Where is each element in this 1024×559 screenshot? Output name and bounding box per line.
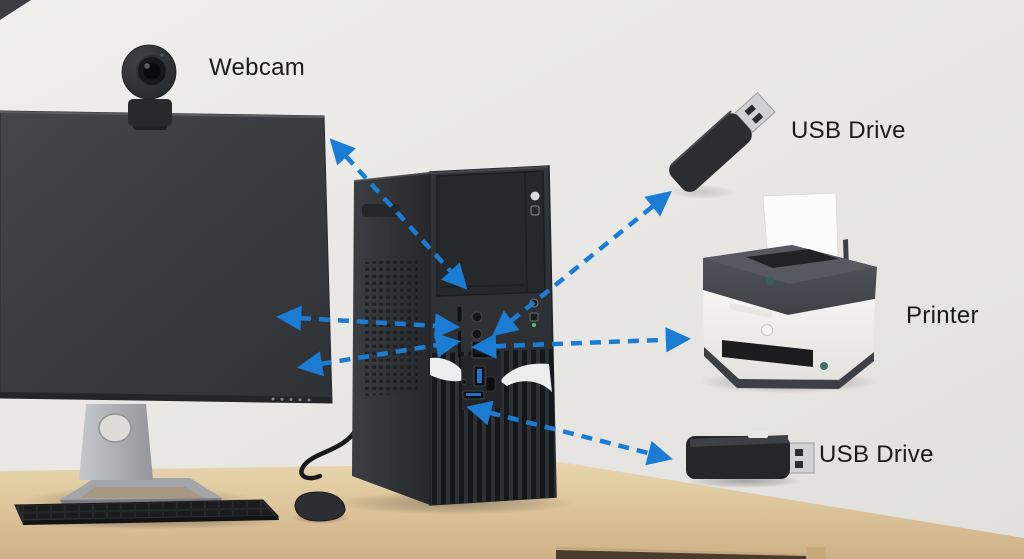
usb-bottom-slider	[748, 431, 768, 438]
usb-bottom-body	[686, 436, 790, 479]
usb-drive-bottom-device	[686, 431, 815, 479]
webcam-mic-dot	[160, 53, 164, 57]
usb-top-body	[669, 113, 752, 192]
printer-label: Printer	[906, 302, 979, 329]
usb-drive-bottom-label: USB Drive	[819, 441, 934, 468]
mouse	[294, 491, 346, 522]
desk-leg	[806, 547, 826, 559]
webcam-label: Webcam	[209, 54, 306, 81]
webcam-mount	[128, 99, 172, 126]
monitor-screen	[0, 110, 333, 404]
usb-bottom-connector	[787, 442, 815, 474]
printer-front-logo	[760, 323, 774, 337]
pc-tower	[352, 165, 557, 506]
printer-output-opening	[746, 249, 839, 268]
arrow-tower-webcam	[329, 138, 468, 290]
stand-neck-hole	[98, 413, 132, 443]
arrow-tower-monitor-lower	[297, 332, 461, 377]
arrow-tower-usb-bottom	[466, 400, 673, 466]
monitor-buttons[interactable]	[271, 397, 311, 402]
printer-brand-logo	[766, 277, 774, 285]
shelf-corner	[0, 0, 31, 20]
tower-accent-right	[500, 363, 552, 392]
usb-top-shadow	[668, 185, 736, 199]
usb-port-small[interactable]	[485, 376, 496, 392]
tower-side-vents	[364, 258, 422, 396]
webcam-device	[121, 44, 177, 130]
reset-pinhole[interactable]	[461, 379, 467, 385]
card-reader-slot[interactable]	[458, 331, 461, 357]
monitor	[0, 110, 333, 404]
usb-c-port[interactable]	[456, 305, 463, 323]
hdd-indicator-icon	[529, 312, 539, 322]
arrow-tower-printer	[470, 327, 692, 359]
headphone-jack[interactable]	[471, 311, 483, 323]
desk-front-edge	[555, 546, 807, 557]
connection-arrows	[275, 138, 692, 466]
usb-drive-top-label: USB Drive	[791, 117, 906, 144]
webcam-lens-glint	[144, 63, 150, 69]
usb-drive-top-device	[669, 92, 776, 192]
usb-top-connector-hole1	[744, 104, 756, 116]
keyboard-keys	[19, 501, 274, 519]
keyboard	[14, 499, 280, 525]
monitor-bottom-bezel	[0, 392, 332, 403]
usb-top-connector	[734, 92, 776, 133]
power-cable	[299, 427, 359, 481]
usb-bottom-connector-hole2	[795, 461, 803, 468]
stand-base-reflection	[80, 487, 205, 498]
printer-output-slot[interactable]	[722, 340, 813, 367]
keyboard-front-edge	[22, 516, 279, 525]
usb3-port-tongue	[477, 369, 482, 383]
mic-jack[interactable]	[471, 328, 483, 340]
usb-port-horizontal-tongue	[466, 393, 481, 396]
desk-underside-shadow	[556, 550, 806, 559]
power-led	[532, 323, 536, 327]
usb-bottom-connector-hole1	[795, 449, 803, 456]
printer-base	[704, 347, 874, 389]
power-button[interactable]	[530, 191, 540, 201]
printer-base-logo	[820, 362, 828, 370]
tower-side-notch	[362, 204, 400, 217]
printer-tray-handle	[730, 303, 772, 318]
usb-top-body-highlight	[670, 110, 732, 166]
usb-top-connector-hole2	[751, 112, 764, 124]
printer-device	[703, 192, 877, 389]
arrow-tower-monitor-upper	[275, 305, 461, 339]
